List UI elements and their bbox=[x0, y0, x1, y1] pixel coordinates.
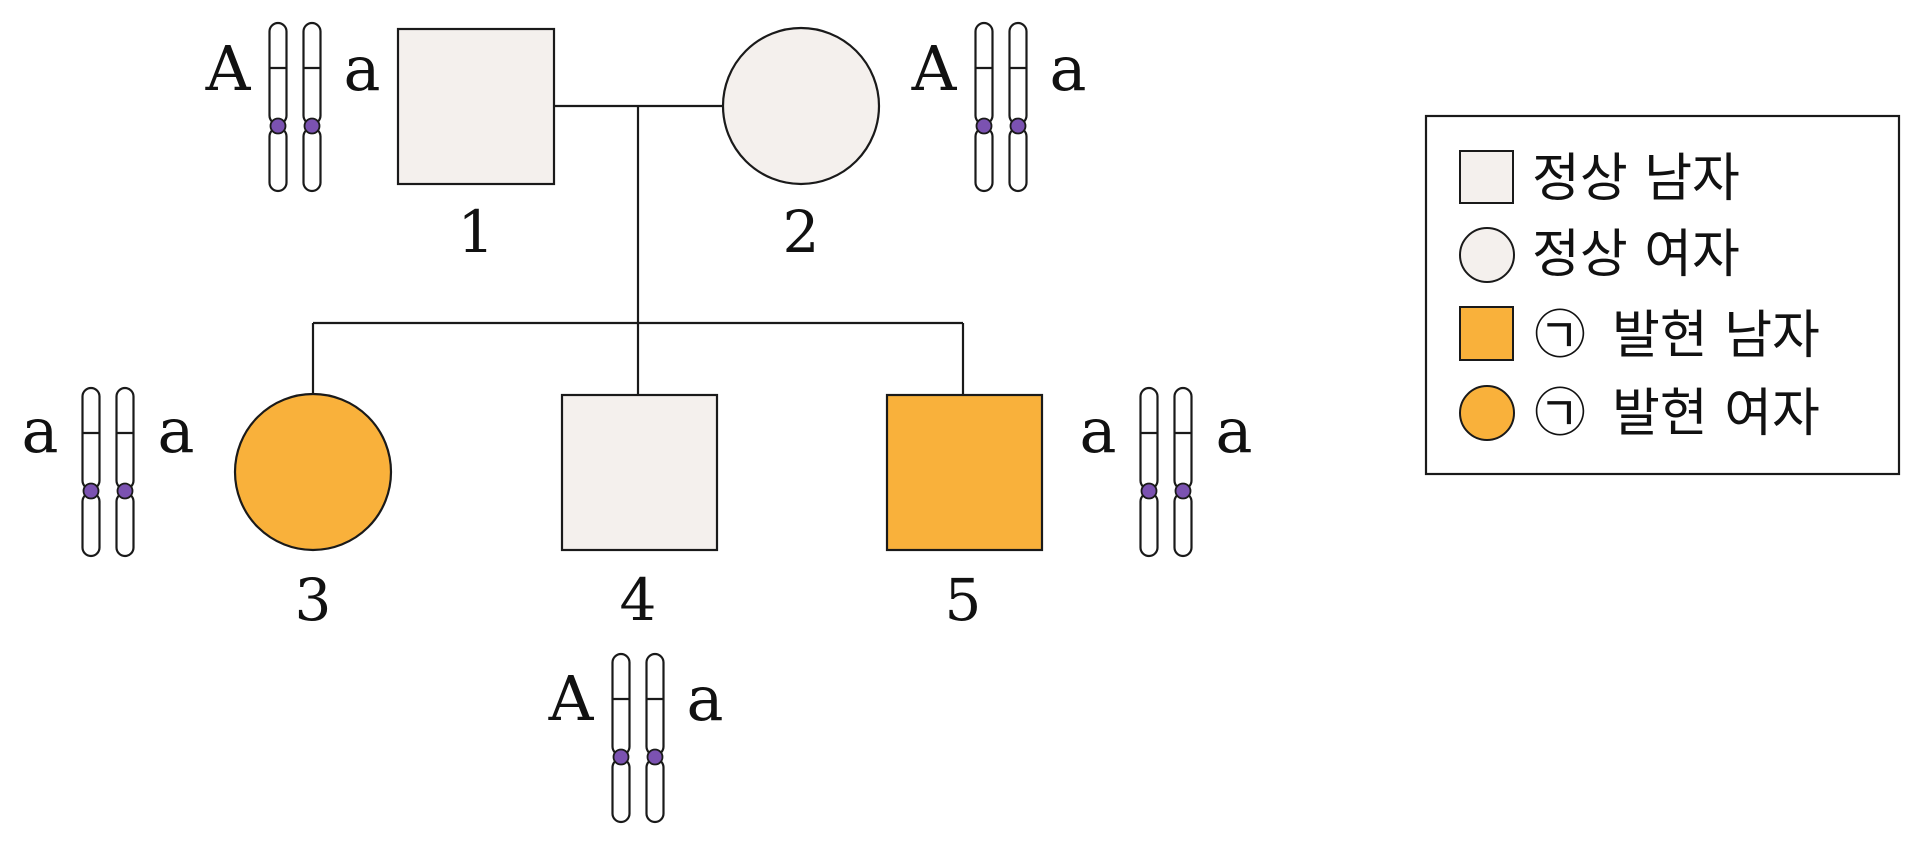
legend-item-label: 정상 남자 bbox=[1532, 149, 1740, 209]
centromere bbox=[1009, 117, 1027, 135]
individual-1: 1 bbox=[396, 27, 556, 266]
legend-square-symbol bbox=[1459, 306, 1514, 361]
legend: 정상 남자 정상 여자 ㉠ 발현 남자 ㉠ 발현 여자 bbox=[1424, 114, 1901, 476]
chromatid-lower-arm bbox=[1008, 126, 1028, 193]
chromatid-lower-arm bbox=[1173, 491, 1193, 558]
centromere bbox=[1140, 482, 1158, 500]
chromosome-pair-4: A a bbox=[548, 652, 724, 824]
legend-item-label: 발현 남자 bbox=[1612, 306, 1820, 366]
female-symbol bbox=[721, 26, 881, 186]
legend-item-affected-male: ㉠ 발현 남자 bbox=[1459, 306, 1820, 366]
male-symbol bbox=[560, 393, 719, 552]
centromere bbox=[269, 117, 287, 135]
allele-right: a bbox=[1050, 32, 1087, 105]
centromere bbox=[303, 117, 321, 135]
chromatid-upper-arm bbox=[974, 21, 994, 126]
allele-right: a bbox=[1216, 394, 1253, 467]
centromere bbox=[646, 748, 664, 766]
allele-left: A bbox=[205, 32, 252, 105]
chromatid-upper-arm bbox=[1173, 386, 1193, 491]
chromatid-upper-arm bbox=[302, 21, 322, 126]
legend-circle-symbol bbox=[1459, 227, 1515, 283]
individual-label: 3 bbox=[295, 566, 332, 634]
individual-4: 4 bbox=[560, 393, 719, 634]
chromatid-lower-arm bbox=[268, 126, 288, 193]
legend-item-label: 정상 여자 bbox=[1532, 225, 1740, 285]
chromatid-upper-arm bbox=[1139, 386, 1159, 491]
legend-marker: ㉠ bbox=[1534, 384, 1586, 444]
chromatid-upper-arm bbox=[81, 386, 101, 491]
centromere bbox=[612, 748, 630, 766]
chromosome-pair-3: a a bbox=[22, 386, 195, 558]
male-symbol bbox=[396, 27, 556, 186]
chromatid-lower-arm bbox=[115, 491, 135, 558]
allele-left: A bbox=[548, 662, 595, 735]
chromatid-upper-arm bbox=[268, 21, 288, 126]
chromatid-lower-arm bbox=[302, 126, 322, 193]
chromatid-upper-arm bbox=[115, 386, 135, 491]
allele-left: a bbox=[1080, 394, 1117, 467]
individual-label: 5 bbox=[945, 566, 982, 634]
chromatid-upper-arm bbox=[645, 652, 665, 757]
female-symbol bbox=[233, 392, 393, 552]
individual-2: 2 bbox=[721, 26, 881, 266]
individual-3: 3 bbox=[233, 392, 393, 634]
centromere bbox=[116, 482, 134, 500]
allele-left: A bbox=[911, 32, 958, 105]
chromatid-lower-arm bbox=[611, 757, 631, 824]
individual-label: 4 bbox=[620, 566, 657, 634]
centromere bbox=[975, 117, 993, 135]
allele-right: a bbox=[344, 32, 381, 105]
chromosome-pair-5: a a bbox=[1080, 386, 1253, 558]
chromatid-lower-arm bbox=[81, 491, 101, 558]
centromere bbox=[82, 482, 100, 500]
allele-right: a bbox=[158, 394, 195, 467]
individual-label: 1 bbox=[458, 198, 495, 266]
legend-circle-symbol bbox=[1459, 385, 1515, 441]
centromere bbox=[1174, 482, 1192, 500]
legend-square-symbol bbox=[1459, 150, 1514, 204]
chromosome-pair-2: A a bbox=[911, 21, 1087, 193]
individual-5: 5 bbox=[885, 393, 1044, 634]
legend-marker: ㉠ bbox=[1534, 306, 1586, 366]
allele-left: a bbox=[22, 394, 59, 467]
chromatid-lower-arm bbox=[645, 757, 665, 824]
legend-item-normal-female: 정상 여자 bbox=[1459, 225, 1740, 285]
legend-item-affected-female: ㉠ 발현 여자 bbox=[1459, 384, 1820, 444]
male-symbol bbox=[885, 393, 1044, 552]
chromatid-upper-arm bbox=[1008, 21, 1028, 126]
chromatid-lower-arm bbox=[974, 126, 994, 193]
pedigree-lines bbox=[311, 104, 965, 396]
legend-item-normal-male: 정상 남자 bbox=[1459, 149, 1740, 209]
chromosome-pair-1: A a bbox=[205, 21, 381, 193]
legend-item-label: 발현 여자 bbox=[1612, 384, 1820, 444]
allele-right: a bbox=[687, 662, 724, 735]
chromatid-upper-arm bbox=[611, 652, 631, 757]
chromatid-lower-arm bbox=[1139, 491, 1159, 558]
individual-label: 2 bbox=[783, 198, 820, 266]
